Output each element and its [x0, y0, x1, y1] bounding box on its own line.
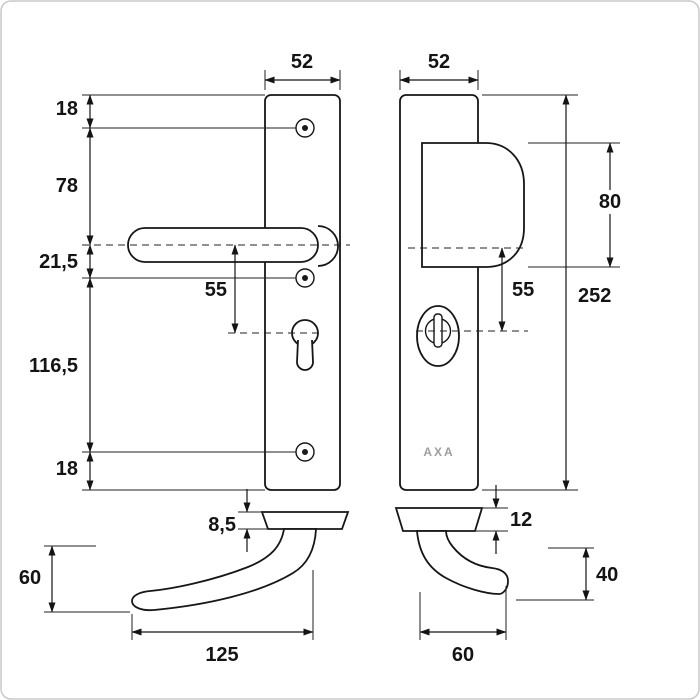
lever-boss-arc — [317, 225, 339, 267]
keyhole-slot-outline — [296, 339, 314, 371]
dim-label-handle-to-keyhole: 55 — [205, 279, 227, 301]
right-lever-side — [416, 530, 509, 595]
left-lever-side — [131, 528, 317, 612]
dim-label-rose-left: 8,5 — [208, 514, 236, 536]
screw-dot-middle — [302, 275, 308, 281]
dim-label-screw-to-handle: 78 — [56, 175, 78, 197]
dimension-lines — [48, 76, 614, 636]
dim-label-length-right: 60 — [452, 644, 474, 666]
brand-text: AXA — [423, 445, 454, 459]
pull-grip — [421, 142, 525, 268]
right-rose-side — [394, 507, 484, 532]
screw-dot-top — [302, 125, 308, 131]
door-lever — [127, 227, 319, 263]
dim-label-plate-width-left: 52 — [291, 51, 313, 73]
dim-label-handle-to-mid-screw: 21,5 — [39, 251, 78, 273]
left-rose-side — [260, 511, 350, 530]
dim-label-rose-right: 12 — [510, 509, 532, 531]
dim-label-plate-height: 252 — [578, 285, 611, 307]
dim-label-grip-to-cylinder: 55 — [512, 279, 534, 301]
dim-label-plate-width-right: 52 — [428, 51, 450, 73]
keyhole-slot-mask — [297, 340, 313, 370]
extension-lines — [44, 70, 620, 640]
dim-label-depth-left: 60 — [19, 567, 41, 589]
dim-label-length-left: 125 — [205, 644, 238, 666]
dim-label-bottom-screw-to-edge: 18 — [56, 458, 78, 480]
dim-label-grip-height: 80 — [599, 191, 621, 213]
left-plate-outline — [264, 94, 341, 491]
screw-dot-bottom — [302, 449, 308, 455]
dim-label-top-to-screw: 18 — [56, 98, 78, 120]
dim-label-mid-to-bottom-screw: 116,5 — [29, 355, 78, 377]
dim-label-depth-right: 40 — [596, 564, 618, 586]
